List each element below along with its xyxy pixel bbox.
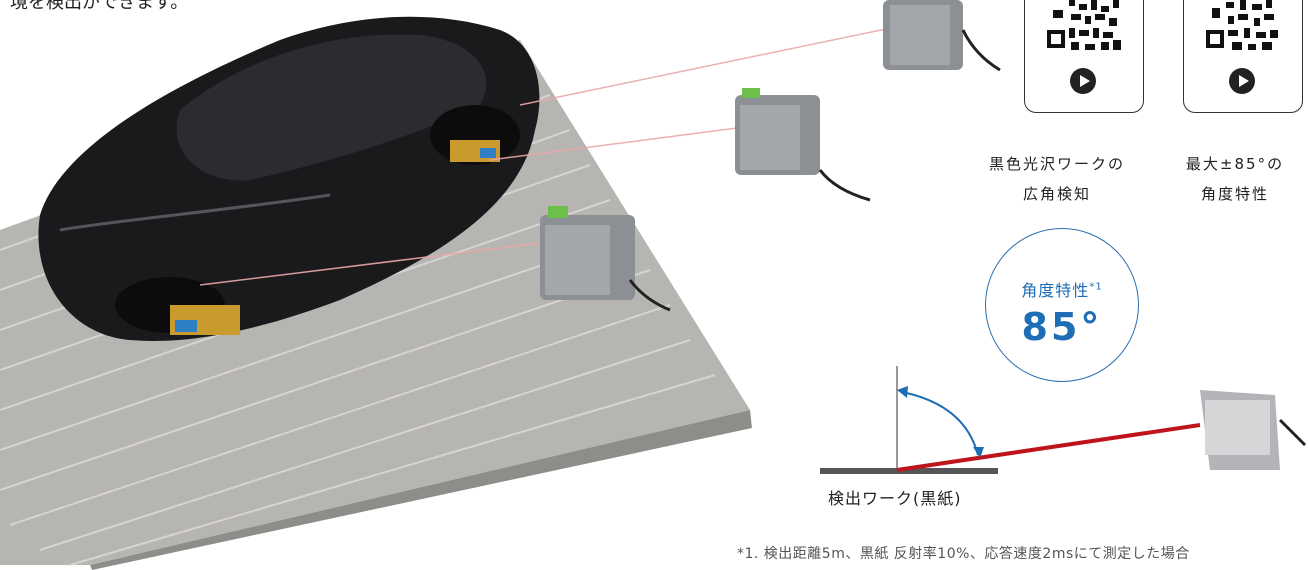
laser-beams <box>199 24 906 286</box>
angle-label: 角度特性*1 <box>1021 281 1103 300</box>
video-caption-glossy-black: 黒色光沢ワークの 広角検知 <box>988 155 1125 203</box>
play-icon[interactable] <box>1229 68 1255 94</box>
video-card-angle[interactable] <box>1183 0 1303 113</box>
video-card-glossy-black[interactable] <box>1024 0 1144 113</box>
angle-diagram <box>820 366 1201 474</box>
intro-text: 境を検出ができます。 <box>10 0 189 13</box>
sensor-device <box>735 88 871 202</box>
sensor-device <box>883 0 1001 72</box>
sensor-device <box>540 206 671 312</box>
angle-characteristic-badge: 角度特性*1 85° <box>985 228 1139 382</box>
car-body <box>38 16 540 341</box>
play-icon[interactable] <box>1070 68 1096 94</box>
video-caption-angle: 最大±85°の 角度特性 <box>1185 155 1285 203</box>
detection-work-label: 検出ワーク(黒紙) <box>828 489 962 508</box>
qr-code <box>1204 0 1282 52</box>
footnote: *1. 検出距離5m、黒紙 反射率10%、応答速度2msにて測定した場合 <box>737 546 1190 562</box>
laser-sensor <box>1200 390 1307 470</box>
angle-value: 85° <box>1021 305 1103 349</box>
qr-code <box>1045 0 1123 52</box>
